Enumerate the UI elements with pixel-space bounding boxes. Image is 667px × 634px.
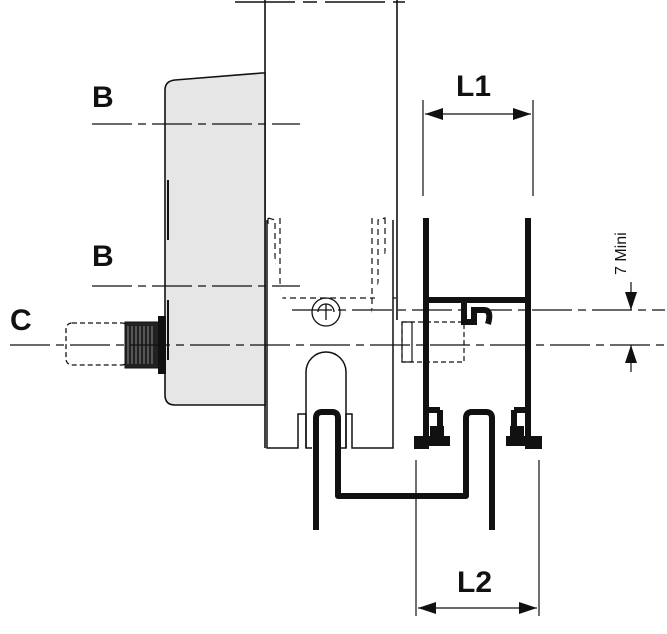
label-l2: L2 (457, 566, 492, 599)
label-c: C (10, 304, 32, 337)
lock-housing (164, 72, 266, 406)
screw-icon (311, 297, 341, 327)
label-b-lower: B (92, 240, 114, 273)
bolt (401, 321, 465, 363)
label-l1: L1 (456, 70, 491, 103)
label-min-gap: 7 Mini (613, 232, 630, 275)
u-channel (313, 409, 495, 530)
dimension-l1 (422, 100, 534, 196)
center-lines (10, 123, 665, 346)
hook-receiver (266, 220, 394, 449)
dimension-l2 (415, 460, 540, 616)
frame-profile-fill (414, 426, 542, 446)
dimension-min-gap (625, 282, 637, 372)
label-b-upper: B (92, 81, 114, 114)
